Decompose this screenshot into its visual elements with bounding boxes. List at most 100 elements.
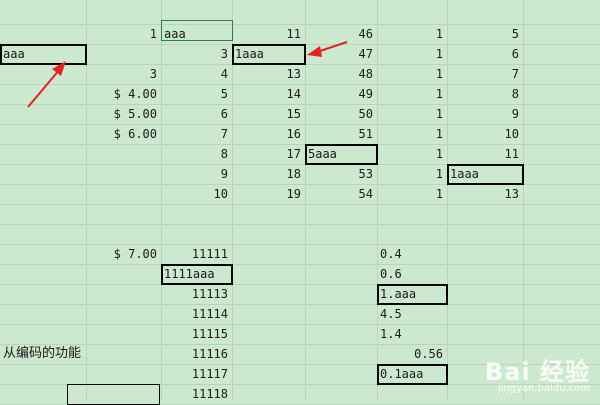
active-cell-selection[interactable] (161, 20, 233, 41)
cell-B6[interactable]: $ 6.00 (113, 127, 157, 141)
cell-C8[interactable]: 9 (220, 167, 228, 181)
highlight-box (232, 44, 306, 65)
row-gridline (0, 84, 600, 85)
cell-G5[interactable]: 9 (511, 107, 519, 121)
cell-F14[interactable]: 1.aaa (380, 287, 417, 301)
row-gridline (0, 124, 600, 125)
row-gridline (0, 384, 600, 385)
cell-D4[interactable]: 14 (286, 87, 301, 101)
row-gridline (0, 164, 600, 165)
cell-D1[interactable]: 11 (286, 27, 301, 41)
cell-E6[interactable]: 51 (358, 127, 373, 141)
cell-F2[interactable]: 1 (435, 47, 443, 61)
red-arrow-left (27, 61, 66, 108)
cell-G7[interactable]: 11 (504, 147, 519, 161)
cell-D2[interactable]: 1aaa (235, 47, 264, 61)
cell-E2[interactable]: 47 (358, 47, 373, 61)
cell-C18[interactable]: 11117 (191, 367, 228, 381)
cell-A17[interactable]: 从编码的功能 (3, 346, 82, 361)
cell-B3[interactable]: 3 (149, 67, 157, 81)
row-gridline (0, 24, 600, 25)
red-arrow-right (307, 41, 348, 57)
row-gridline (0, 244, 600, 245)
cell-C1[interactable]: aaa (164, 27, 186, 41)
cell-B12[interactable]: $ 7.00 (113, 247, 157, 261)
cell-D5[interactable]: 15 (286, 107, 301, 121)
cell-C3[interactable]: 4 (220, 67, 228, 81)
cell-F13[interactable]: 0.6 (380, 267, 402, 281)
row-gridline (0, 144, 600, 145)
cell-C6[interactable]: 7 (220, 127, 228, 141)
column-gridline (161, 0, 162, 400)
empty-outlined-cell[interactable] (67, 384, 160, 405)
cell-F6[interactable]: 1 (435, 127, 443, 141)
column-gridline (232, 0, 233, 400)
cell-C14[interactable]: 11113 (191, 287, 228, 301)
cell-F15[interactable]: 4.5 (380, 307, 402, 321)
cell-C5[interactable]: 6 (220, 107, 228, 121)
cell-C4[interactable]: 5 (220, 87, 228, 101)
highlight-box (447, 164, 524, 185)
cell-C7[interactable]: 8 (220, 147, 228, 161)
cell-F17[interactable]: 0.56 (414, 347, 443, 361)
cell-B4[interactable]: $ 4.00 (113, 87, 157, 101)
cell-G8[interactable]: 1aaa (450, 167, 479, 181)
cell-C12[interactable]: 11111 (191, 247, 228, 261)
column-gridline (86, 0, 87, 400)
row-gridline (0, 284, 600, 285)
baidu-jingyan-watermark: Bai 经验 jingyan.baidu.com (485, 352, 590, 394)
cell-F18[interactable]: 0.1aaa (380, 367, 424, 381)
cell-F4[interactable]: 1 (435, 87, 443, 101)
watermark-url: jingyan.baidu.com (497, 383, 590, 394)
cell-C2[interactable]: 3 (220, 47, 228, 61)
cell-G2[interactable]: 6 (511, 47, 519, 61)
cell-E1[interactable]: 46 (358, 27, 373, 41)
highlight-box (305, 144, 378, 165)
watermark-logo-text: Bai 经验 (484, 358, 590, 386)
cell-F7[interactable]: 1 (435, 147, 443, 161)
column-gridline (377, 0, 378, 400)
column-gridline (305, 0, 306, 400)
cell-C17[interactable]: 11116 (191, 347, 228, 361)
cell-F16[interactable]: 1.4 (380, 327, 402, 341)
cell-G3[interactable]: 7 (511, 67, 519, 81)
cell-B5[interactable]: $ 5.00 (113, 107, 157, 121)
cell-F3[interactable]: 1 (435, 67, 443, 81)
cell-B1[interactable]: 1 (149, 27, 157, 41)
column-gridline (523, 0, 524, 400)
cell-A2[interactable]: aaa (3, 47, 25, 61)
cell-E5[interactable]: 50 (358, 107, 373, 121)
cell-D6[interactable]: 16 (286, 127, 301, 141)
cell-G6[interactable]: 10 (504, 127, 519, 141)
cell-C19[interactable]: 11118 (191, 387, 228, 401)
cell-C15[interactable]: 11114 (191, 307, 228, 321)
cell-E3[interactable]: 48 (358, 67, 373, 81)
cell-C9[interactable]: 10 (213, 187, 228, 201)
row-gridline (0, 204, 600, 205)
cell-E4[interactable]: 49 (358, 87, 373, 101)
cell-C13[interactable]: 1111aaa (164, 267, 215, 281)
cell-F8[interactable]: 1 (435, 167, 443, 181)
cell-D9[interactable]: 19 (286, 187, 301, 201)
cell-F12[interactable]: 0.4 (380, 247, 402, 261)
column-gridline (447, 0, 448, 400)
row-gridline (0, 104, 600, 105)
row-gridline (0, 224, 600, 225)
row-gridline (0, 344, 600, 345)
cell-E9[interactable]: 54 (358, 187, 373, 201)
highlight-box (377, 364, 448, 385)
cell-C16[interactable]: 11115 (191, 327, 228, 341)
cell-E8[interactable]: 53 (358, 167, 373, 181)
cell-F5[interactable]: 1 (435, 107, 443, 121)
row-gridline (0, 324, 600, 325)
cell-G1[interactable]: 5 (511, 27, 519, 41)
highlight-box (0, 44, 87, 65)
cell-G4[interactable]: 8 (511, 87, 519, 101)
cell-D8[interactable]: 18 (286, 167, 301, 181)
cell-G9[interactable]: 13 (504, 187, 519, 201)
cell-E7[interactable]: 5aaa (308, 147, 337, 161)
cell-D3[interactable]: 13 (286, 67, 301, 81)
cell-F9[interactable]: 1 (435, 187, 443, 201)
cell-D7[interactable]: 17 (286, 147, 301, 161)
cell-F1[interactable]: 1 (435, 27, 443, 41)
